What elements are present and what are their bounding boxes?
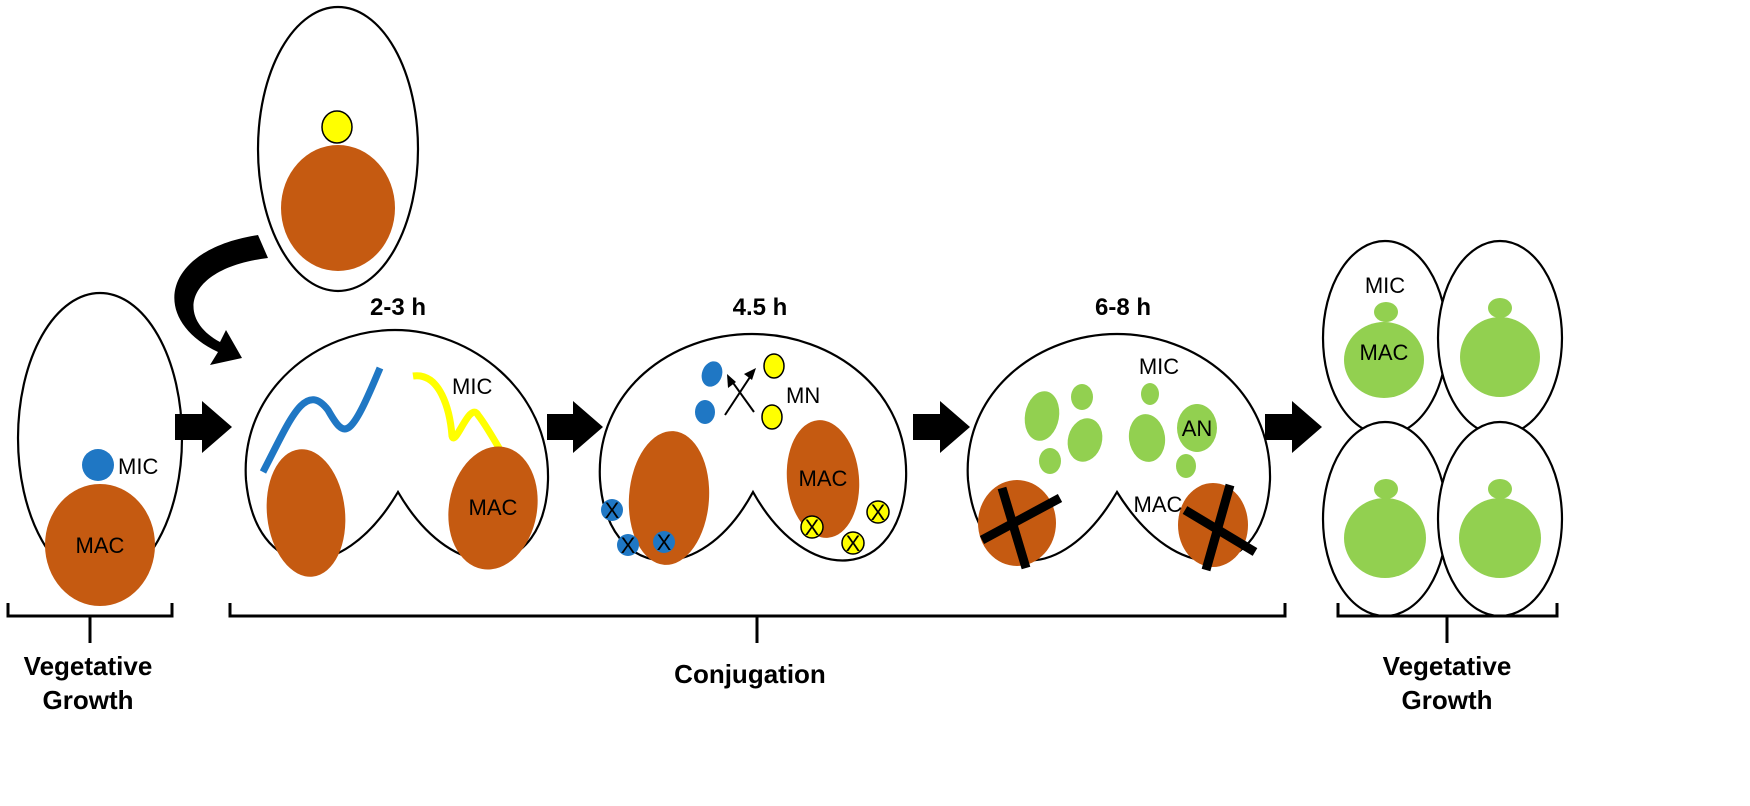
mating-partner-cell <box>256 5 420 293</box>
mac-label: MAC <box>799 466 848 491</box>
stage-time-3: 6-8 h <box>1095 294 1151 321</box>
macronucleus <box>281 145 395 271</box>
arrow-icon <box>175 401 232 453</box>
macronucleus <box>45 484 155 606</box>
developing-nucleus <box>1176 454 1196 478</box>
pronucleus-blue <box>695 400 715 424</box>
degeneration-mark: X <box>657 530 672 555</box>
progeny-cell-bottom-right <box>1436 420 1564 618</box>
curved-arrow <box>174 235 268 365</box>
degenerating-nucleus-yellow <box>866 500 890 524</box>
micronucleus-green <box>1374 479 1398 499</box>
degenerating-nucleus-blue <box>617 534 639 556</box>
arrow-icon <box>913 401 970 453</box>
mac-label: MAC <box>1360 340 1409 365</box>
conjugating-pair-stage1: MIC MAC <box>244 328 550 577</box>
macronucleus-right <box>786 420 860 538</box>
developing-nucleus <box>1024 391 1060 441</box>
mic-label: MIC <box>1139 354 1179 379</box>
destroyed-mark <box>979 494 1063 544</box>
degeneration-mark: X <box>605 498 620 523</box>
mic-label: MIC <box>118 454 158 479</box>
arrow-icon <box>1265 401 1322 453</box>
mn-label: MN <box>786 383 820 408</box>
conjugating-pair-stage3: MIC AN MAC <box>966 332 1272 572</box>
micronucleus-blue <box>82 449 114 481</box>
phase-label-conjugation: Conjugation <box>674 659 826 689</box>
developing-nucleus <box>1039 448 1061 474</box>
macronucleus-green <box>1344 322 1424 398</box>
macronucleus-right <box>448 446 538 570</box>
mac-label: MAC <box>469 495 518 520</box>
mic-label: MIC <box>452 374 492 399</box>
degenerating-nucleus-blue <box>601 499 623 521</box>
micronucleus-elongated-blue <box>259 366 384 474</box>
degenerating-nucleus-blue <box>653 531 675 553</box>
micronucleus-green <box>1488 479 1512 499</box>
exchange-arrows-icon <box>724 368 756 416</box>
degeneration-mark: X <box>805 515 820 540</box>
macronucleus-green <box>1344 498 1426 578</box>
progeny-cell-bottom-left <box>1321 420 1449 618</box>
pronucleus-yellow <box>763 353 785 379</box>
macronucleus-left <box>266 449 346 577</box>
micronucleus-elongated-yellow <box>412 372 521 482</box>
bracket-conjugation <box>228 603 1287 643</box>
phase-label-vegetative-left-line1: Vegetative <box>24 651 153 681</box>
arrow-icon <box>547 401 603 453</box>
phase-label-vegetative-right-line1: Vegetative <box>1383 651 1512 681</box>
stage-time-2: 4.5 h <box>733 294 788 321</box>
phase-label-vegetative-right-line2: Growth <box>1402 685 1493 715</box>
degeneration-mark: X <box>871 500 886 525</box>
developing-nucleus-an <box>1177 404 1217 452</box>
pronucleus-blue <box>701 361 723 387</box>
macronucleus-green <box>1460 317 1540 397</box>
degenerating-nucleus-yellow <box>800 515 824 539</box>
degeneration-mark: X <box>846 531 861 556</box>
developing-nucleus <box>1067 418 1103 462</box>
developing-nucleus <box>1141 383 1159 405</box>
mic-label: MIC <box>1365 273 1405 298</box>
degeneration-mark: X <box>621 533 636 558</box>
phase-label-vegetative-left-line2: Growth <box>43 685 134 715</box>
pronucleus-yellow <box>761 404 783 430</box>
micronucleus-yellow <box>321 110 353 144</box>
vegetative-cell-left: MIC MAC <box>16 291 184 606</box>
degenerating-nucleus-yellow <box>841 531 865 555</box>
destroyed-mark <box>997 486 1031 570</box>
an-label: AN <box>1182 416 1213 441</box>
progeny-cell-top-right <box>1436 239 1564 437</box>
bracket-vegetative-left <box>6 603 174 643</box>
macronucleus-left <box>628 431 710 565</box>
macronucleus-green <box>1459 498 1541 578</box>
micronucleus-green <box>1488 298 1512 318</box>
progeny-cell-top-left: MIC MAC <box>1321 239 1449 437</box>
bracket-vegetative-right <box>1336 603 1559 643</box>
micronucleus-green <box>1374 302 1398 322</box>
developing-nucleus <box>1071 384 1093 410</box>
mac-label: MAC <box>1134 492 1183 517</box>
conjugating-pair-stage2: MN MAC X X X X X X <box>598 332 908 565</box>
developing-nucleus <box>1128 414 1166 462</box>
stage-time-1: 2-3 h <box>370 294 426 321</box>
mac-label: MAC <box>76 533 125 558</box>
destroyed-mark <box>1201 483 1235 572</box>
